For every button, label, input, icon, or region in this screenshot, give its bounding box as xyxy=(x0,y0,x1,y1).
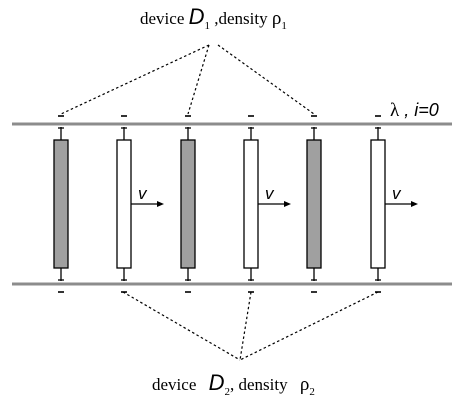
top-label-symbol: D xyxy=(189,4,205,29)
device-2: v xyxy=(116,115,164,293)
velocity-label: v xyxy=(392,184,402,203)
bottom-label-middle: , density xyxy=(230,375,292,394)
bottom-label-symbol: D xyxy=(209,370,225,395)
device-6: v xyxy=(370,115,418,293)
velocity-label: v xyxy=(265,184,275,203)
top-connector-1 xyxy=(60,44,210,115)
top-connector-lines xyxy=(60,44,315,115)
velocity-arrow-head xyxy=(284,201,291,207)
device-d2-body xyxy=(243,139,259,269)
bottom-label-symbol-sub: 2 xyxy=(225,386,231,398)
bottom-label-greek: ρ xyxy=(300,374,309,395)
top-label-middle: ,density xyxy=(210,9,272,28)
velocity-arrow-head xyxy=(411,201,418,207)
top-label-greek-sub: 1 xyxy=(281,20,287,32)
bottom-label-prefix: device xyxy=(152,375,201,394)
rail-label-lambda: λ xyxy=(390,100,400,121)
bottom-connector-1 xyxy=(122,291,241,361)
device-1 xyxy=(53,115,69,293)
device-d2-body xyxy=(370,139,386,269)
top-connector-2 xyxy=(187,44,210,115)
device-d1-body xyxy=(180,139,196,269)
rail-label-rest: , i=0 xyxy=(399,100,439,120)
device-3 xyxy=(180,115,196,293)
top-label-symbol-sub: 1 xyxy=(205,20,211,32)
bottom-connector-3 xyxy=(239,291,379,361)
top-label-greek: ρ xyxy=(272,8,281,29)
device-5 xyxy=(306,115,322,293)
velocity-arrow-head xyxy=(157,201,164,207)
top-connector-3 xyxy=(217,44,315,115)
bottom-connector-lines xyxy=(122,291,379,361)
device-d1-body xyxy=(306,139,322,269)
velocity-label: v xyxy=(138,184,148,203)
device-4: v xyxy=(243,115,291,293)
bottom-label-greek-sub: 2 xyxy=(309,386,315,398)
top-label-prefix: device xyxy=(140,9,189,28)
top-device-label: device D1 ,density ρ1 xyxy=(140,4,287,32)
device-d2-body xyxy=(116,139,132,269)
bottom-connector-2 xyxy=(239,291,252,361)
bottom-device-label: device D2, density ρ2 xyxy=(152,370,315,398)
rail-label: λ , i=0 xyxy=(390,100,439,121)
device-d1-body xyxy=(53,139,69,269)
